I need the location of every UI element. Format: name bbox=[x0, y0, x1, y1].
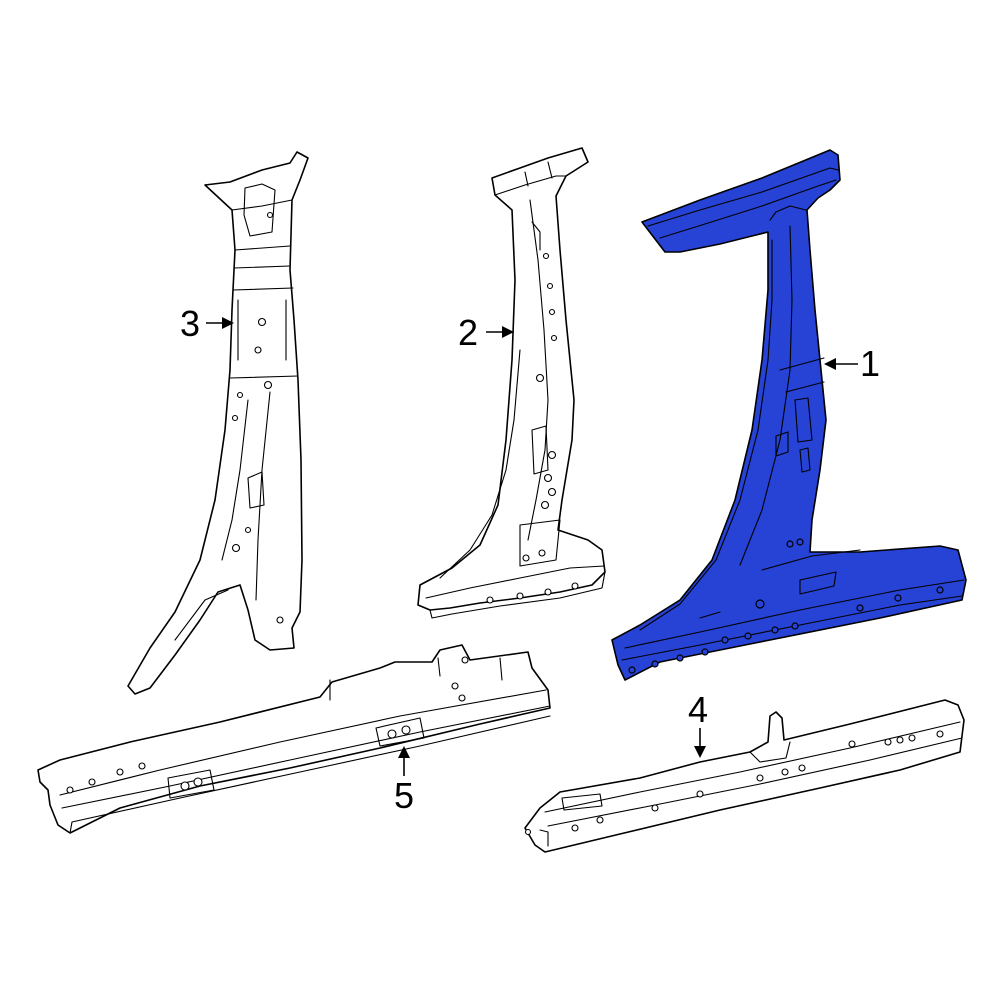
callout-2-label: 2 bbox=[458, 312, 478, 353]
part-1-center-pillar-outer bbox=[611, 149, 967, 681]
arrowhead-5 bbox=[398, 746, 410, 758]
arrowhead-4 bbox=[694, 746, 706, 758]
callout-1-label: 1 bbox=[860, 343, 880, 384]
arrowhead-1 bbox=[824, 358, 836, 370]
callout-4-label: 4 bbox=[688, 689, 708, 730]
callout-5-label: 5 bbox=[394, 775, 414, 816]
part-5-inner-rocker bbox=[37, 644, 551, 834]
arrowhead-3 bbox=[222, 317, 234, 329]
part-4-rocker-reinforcement bbox=[524, 699, 965, 853]
arrowhead-2 bbox=[502, 326, 514, 338]
part-3-inner-pillar bbox=[127, 151, 309, 695]
part-2-pillar-reinforcement bbox=[417, 147, 606, 619]
callout-leaders bbox=[206, 317, 858, 776]
callout-3-label: 3 bbox=[180, 303, 200, 344]
